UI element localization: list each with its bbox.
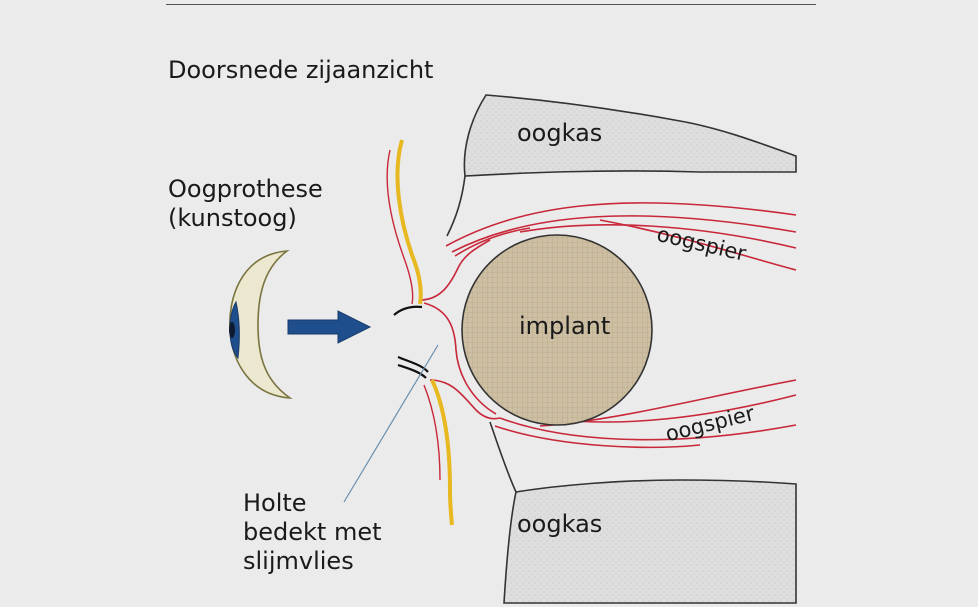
prosthesis-label-line1: Oogprothese bbox=[168, 175, 323, 204]
upper-eyelid bbox=[387, 140, 422, 315]
orbit-bottom-label: oogkas bbox=[517, 510, 602, 539]
cavity-label-line3: slijmvlies bbox=[243, 547, 382, 576]
lower-orbit-inner-wall bbox=[490, 422, 516, 492]
implant-label: implant bbox=[519, 312, 610, 341]
lower-orbit-bone bbox=[504, 480, 796, 603]
cavity-label: Holte bedekt met slijmvlies bbox=[243, 489, 382, 575]
insertion-arrow bbox=[288, 311, 370, 343]
cavity-pointer-line bbox=[344, 345, 438, 502]
cavity-label-line1: Holte bbox=[243, 489, 382, 518]
orbit-top-label: oogkas bbox=[517, 119, 602, 148]
prosthesis-label: Oogprothese (kunstoog) bbox=[168, 175, 323, 233]
cavity-label-line2: bedekt met bbox=[243, 518, 382, 547]
upper-orbit-inner-wall bbox=[447, 176, 465, 236]
pupil bbox=[229, 322, 235, 338]
diagram-title: Doorsnede zijaanzicht bbox=[168, 56, 433, 85]
upper-orbit-bone bbox=[464, 95, 796, 176]
prosthesis-label-line2: (kunstoog) bbox=[168, 204, 323, 233]
prosthesis-shell bbox=[229, 251, 290, 398]
